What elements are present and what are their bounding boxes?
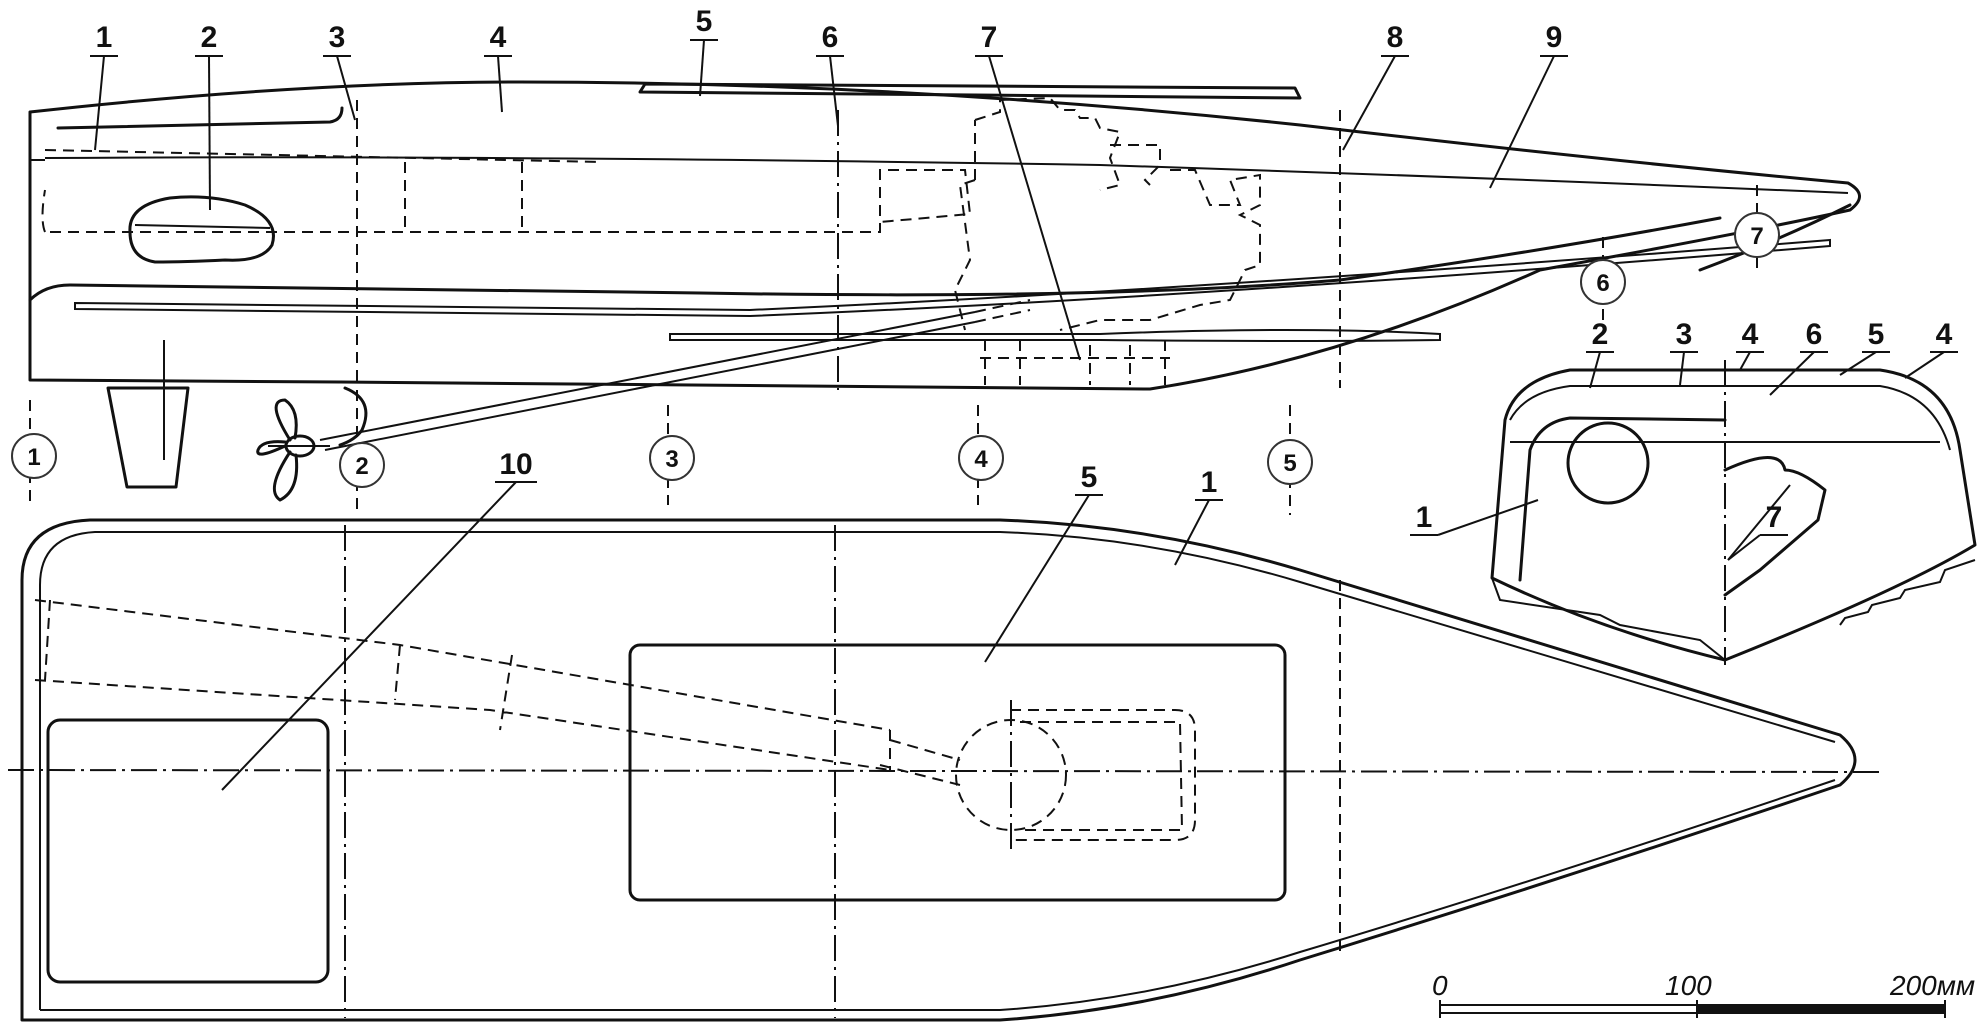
section-label-3: 3 — [665, 446, 678, 473]
callout-8-side: 8 — [1387, 21, 1404, 54]
section-label-1: 1 — [27, 444, 40, 471]
cross-section — [1490, 360, 1977, 665]
section-label-2: 2 — [355, 453, 368, 480]
section-marker-5 — [1267, 439, 1313, 485]
plan-centerline — [7, 769, 1881, 773]
section-label-5: 5 — [1283, 450, 1296, 477]
callout-9-side: 9 — [1546, 21, 1563, 54]
callout-1-section: 1 — [1416, 501, 1433, 534]
window-2 — [128, 195, 275, 264]
chine-line — [28, 216, 1722, 302]
motor-box — [1010, 709, 1196, 841]
section-bottom-steps-left — [1491, 577, 1726, 661]
scale-label-200: 200мм — [1889, 970, 1975, 1001]
prop-shaft-dashed — [974, 299, 1031, 323]
scale-bar: 0 100 200мм — [1432, 970, 1975, 1018]
rudder — [106, 386, 190, 489]
callout-2-section: 2 — [1592, 318, 1609, 351]
section-label-6: 6 — [1596, 270, 1609, 297]
hatch-10 — [46, 718, 330, 984]
section-label-4: 4 — [974, 446, 988, 473]
callout-10-plan: 10 — [499, 448, 532, 481]
section-marker-7 — [1734, 212, 1780, 258]
scale-label-0: 0 — [1432, 970, 1448, 1001]
callout-1-plan: 1 — [1201, 466, 1218, 499]
aft-coaming — [56, 106, 344, 130]
callout-5-section: 5 — [1868, 318, 1885, 351]
callout-6-side: 6 — [822, 21, 839, 54]
section-marker-6 — [1580, 259, 1626, 305]
plan-shaft-dashed — [34, 599, 961, 786]
callout-2-side: 2 — [201, 21, 218, 54]
plan-deck-inner — [39, 531, 1836, 1010]
side-view — [28, 80, 1861, 515]
callout-numbers: 1 2 3 4 5 6 7 8 9 10 5 1 2 3 4 6 5 4 1 7 — [96, 5, 1953, 534]
shaft-tunnel-dashed — [41, 149, 972, 233]
section-markers: 1 2 3 4 5 6 7 — [11, 212, 1780, 488]
callout-leaders — [90, 39, 1958, 791]
motor-dashed — [953, 96, 1261, 331]
callout-1-side: 1 — [96, 21, 113, 54]
callout-3-section: 3 — [1676, 318, 1693, 351]
plan-deck-inner-lower — [40, 779, 1836, 1011]
callout-4-side: 4 — [490, 21, 507, 54]
section-inner-wall — [1518, 416, 1727, 582]
callout-4a-section: 4 — [1742, 318, 1759, 351]
section-marker-1 — [11, 433, 57, 479]
shaft-bracket — [338, 386, 368, 447]
callout-4b-section: 4 — [1936, 318, 1953, 351]
section-label-7: 7 — [1750, 223, 1763, 250]
section-deck-inner — [1509, 385, 1951, 451]
window-2-line — [134, 224, 271, 229]
callout-5-side: 5 — [696, 5, 713, 38]
section-outline — [1490, 368, 1977, 662]
callout-3-side: 3 — [329, 21, 346, 54]
section-window — [1566, 421, 1650, 505]
scale-bar-line — [1439, 1000, 1946, 1018]
hatch-5 — [628, 643, 1287, 902]
hatch-5-side — [638, 82, 1302, 100]
scale-bar-fill — [1697, 1005, 1945, 1013]
section-marker-3 — [649, 435, 695, 481]
callout-7-side: 7 — [981, 21, 998, 54]
side-hull-outline — [28, 80, 1861, 391]
section-bottom-steps — [1839, 559, 1976, 626]
scale-label-100: 100 — [1665, 970, 1712, 1001]
motor-lower — [980, 340, 1170, 385]
section-marker-2 — [339, 442, 385, 488]
prop-shaft — [319, 311, 976, 451]
section-motor — [1723, 456, 1827, 597]
callout-6-section: 6 — [1806, 318, 1823, 351]
section-marker-4 — [958, 435, 1004, 481]
deck-line — [44, 156, 1849, 194]
callout-5-plan: 5 — [1081, 461, 1098, 494]
plan-view — [7, 518, 1881, 1022]
callout-7-section: 7 — [1766, 501, 1783, 534]
plan-hull-outline — [20, 518, 1857, 1022]
spray-rail-1 — [74, 238, 1831, 318]
spray-rail-2 — [669, 329, 1441, 342]
propeller — [256, 398, 330, 502]
